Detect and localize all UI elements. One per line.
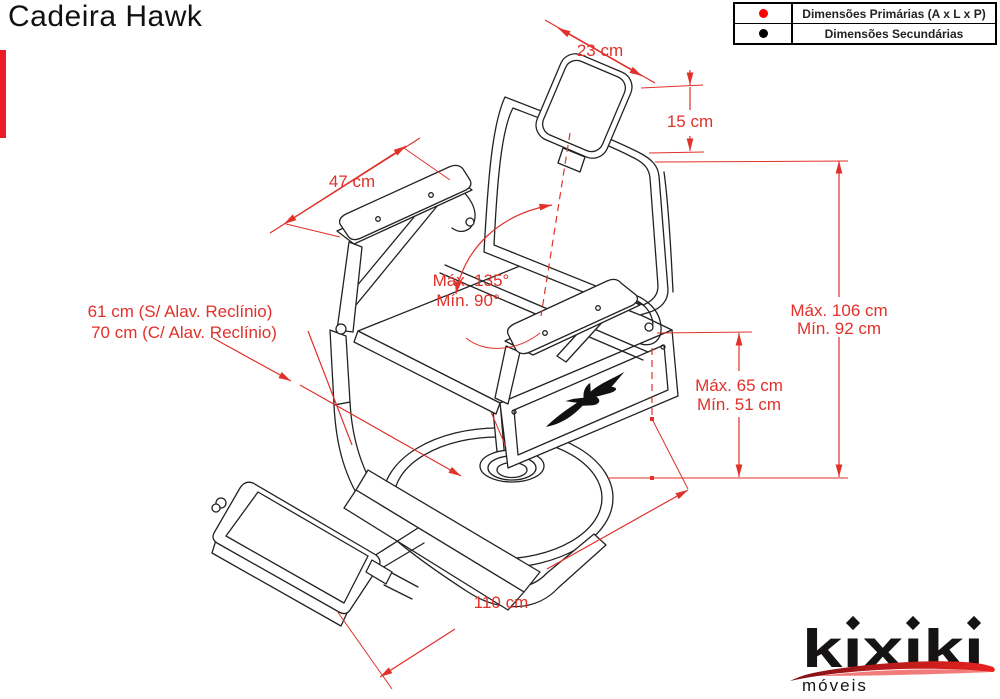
dim-ground-line <box>607 348 848 490</box>
legend-row-primary: Dimensões Primárias (A x L x P) <box>735 4 995 23</box>
dimension-annotations: 23 cm 15 cm 47 cm <box>88 19 888 690</box>
dim-total-height: Máx. 106 cm Mín. 92 cm <box>654 160 888 477</box>
footrest-plate <box>211 481 419 627</box>
legend-row-secondary: Dimensões Secundárias <box>735 23 995 43</box>
brand-i-diamonds <box>845 615 982 631</box>
dim-61cm-label: 61 cm (S/ Alav. Reclínio) <box>88 302 273 321</box>
dim-70cm-label: 70 cm (C/ Alav. Reclínio) <box>91 323 277 342</box>
brand-logo: kıxıkı móveis <box>790 615 995 695</box>
dim-depth: 110 cm <box>336 489 689 690</box>
dim-headrest-height: 15 cm <box>640 70 713 154</box>
page-title: Cadeira Hawk <box>8 0 203 33</box>
dim-armrest-length: 47 cm <box>269 137 451 238</box>
dim-106cm-label: Máx. 106 cm <box>790 301 887 320</box>
footrest-frame <box>333 401 607 611</box>
dim-angle-min-label: Mín. 90° <box>436 291 500 310</box>
dim-seat-height: 61 cm (S/ Alav. Reclínio) 70 cm (C/ Alav… <box>88 302 507 477</box>
headrest-stem <box>557 147 586 173</box>
brand-tagline: móveis <box>802 676 868 695</box>
logo-swoosh-underline <box>818 669 991 676</box>
legend-primary-label: Dimensões Primárias (A x L x P) <box>802 6 986 21</box>
dim-headrest-width: 23 cm <box>544 19 656 84</box>
dim-47cm-label: 47 cm <box>329 172 375 191</box>
red-accent-bar <box>0 50 6 138</box>
right-armrest <box>494 278 662 405</box>
legend-table: Dimensões Primárias (A x L x P) Dimensõe… <box>733 2 997 45</box>
dim-seat-level: Máx. 65 cm Mín. 51 cm <box>656 331 783 477</box>
dim-51cm-label: Mín. 51 cm <box>697 395 781 414</box>
dim-23cm-label: 23 cm <box>577 41 623 60</box>
logo-swoosh <box>790 661 995 681</box>
dim-110cm-label: 110 cm <box>474 593 529 612</box>
secondary-dimension-dot-icon <box>758 29 768 38</box>
dim-recline-angle: Máx. 135° Mín. 90° <box>433 132 571 349</box>
dim-65cm-label: Máx. 65 cm <box>695 376 783 395</box>
eagle-icon <box>545 371 625 427</box>
dim-15cm-label: 15 cm <box>667 112 713 131</box>
dim-92cm-label: Mín. 92 cm <box>797 319 881 338</box>
legend-secondary-label: Dimensões Secundárias <box>824 26 964 41</box>
primary-dimension-dot-icon <box>758 9 768 18</box>
barber-chair-drawing <box>211 53 679 627</box>
dim-angle-max-label: Máx. 135° <box>433 271 510 290</box>
